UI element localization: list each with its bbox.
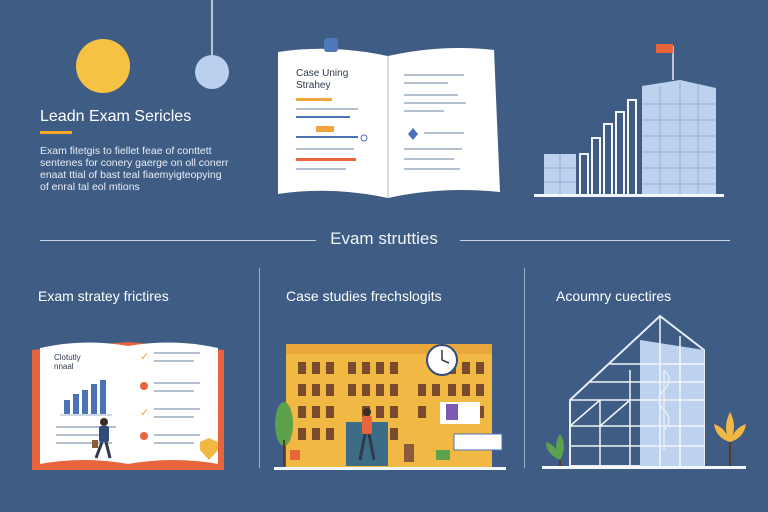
glass-tower — [642, 80, 716, 196]
column-title-1: Exam stratey frictires — [38, 288, 169, 304]
book-right-page — [388, 48, 500, 198]
diamond-icon — [408, 128, 418, 140]
open-book-illustration: Case Uning Strahey — [278, 38, 500, 198]
left-book-title-1: Clotutly — [54, 353, 81, 362]
hero-description-line-4: of enral tal eol mtions — [40, 181, 140, 193]
info-sign — [453, 433, 503, 451]
check-icon: ✓ — [140, 351, 149, 363]
column-title-2: Case studies frechslogits — [286, 288, 442, 304]
section-title: Evam strutties — [330, 229, 438, 248]
lamp-bulb-icon — [195, 55, 229, 89]
flower-pot-icon — [290, 450, 300, 460]
hero-description-line-2: sentenes for conery gaerge on oll conerr — [40, 157, 229, 169]
column-title-3: Acoumry cuectires — [556, 288, 672, 304]
hero-title: Leadn Exam Sericles — [40, 108, 192, 125]
flag-icon — [656, 44, 673, 53]
person-walking-icon — [92, 418, 112, 459]
column-divider-2 — [524, 268, 525, 468]
sun-circle-icon — [76, 39, 130, 93]
section-rule-left — [40, 240, 316, 241]
book-right-page — [128, 342, 218, 464]
hero-description-line-1: Exam fitetgis to fiellet feae of conttet… — [40, 145, 212, 157]
column-divider-1 — [259, 268, 260, 468]
tag-icon — [316, 126, 334, 132]
school-building-illustration — [274, 344, 506, 470]
left-book-title-2: nnaal — [54, 362, 74, 371]
book-title-line-2: Strahey — [296, 80, 330, 91]
binder-clip-icon — [324, 38, 338, 52]
hero-underline — [40, 131, 72, 134]
hero-description-line-3: enaat ttial of bast teal fiaemyigteopyin… — [40, 169, 222, 181]
spiral-stair — [658, 369, 670, 450]
hero-decor — [76, 0, 229, 93]
section-rule-right — [460, 240, 730, 241]
strategy-book-illustration: Clotutly nnaal ✓ ✓ — [32, 342, 224, 470]
person-student-icon — [358, 408, 376, 461]
bar-chart-icon — [60, 380, 112, 416]
dot-icon — [140, 382, 148, 390]
dot-icon — [140, 432, 148, 440]
check-icon: ✓ — [140, 407, 149, 419]
glass-frame-building-illustration — [542, 314, 746, 469]
book-title-line-1: Case Uning — [296, 68, 348, 79]
skyscraper-illustration — [534, 44, 724, 197]
shield-icon — [200, 438, 218, 460]
tree-icon — [275, 402, 293, 446]
glass-wall — [640, 340, 704, 466]
plant-green-icon — [546, 434, 564, 468]
plant-yellow-icon — [714, 412, 746, 468]
